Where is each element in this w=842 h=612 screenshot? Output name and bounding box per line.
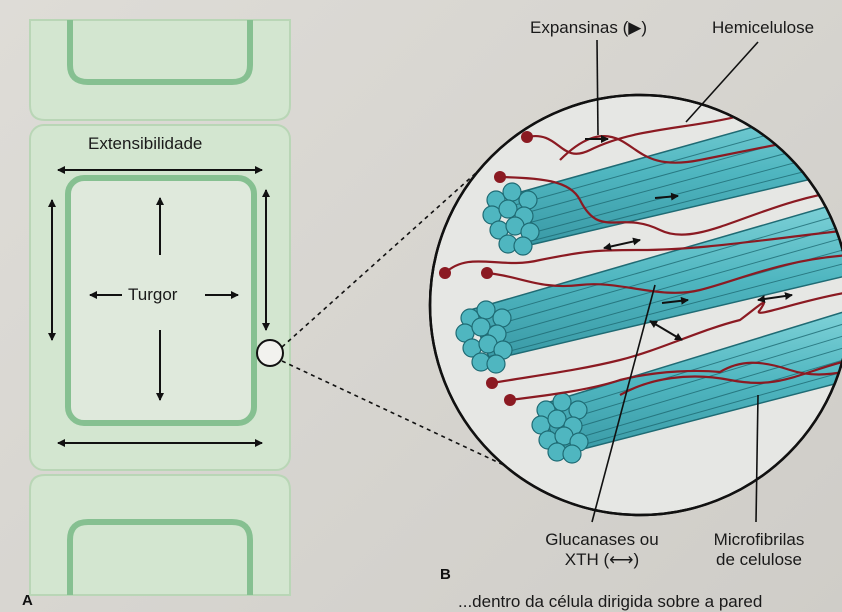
glucanases-label: Glucanases ou XTH (⟷): [522, 530, 682, 570]
panel-a-letter: A: [22, 592, 33, 609]
glucanases-label-line1: Glucanases ou: [522, 530, 682, 550]
extensibility-label: Extensibilidade: [88, 134, 202, 154]
expansins-label: Expansinas (▶): [530, 18, 647, 38]
microfibrils-label-line1: Microfibrilas: [694, 530, 824, 550]
magnified-view: [430, 90, 842, 515]
panel-a-cells: [30, 20, 290, 595]
hemicellulose-label: Hemicelulose: [712, 18, 814, 38]
glucanases-label-line2: XTH (⟷): [522, 550, 682, 570]
caption-fragment: ...dentro da célula dirigida sobre a par…: [458, 592, 842, 612]
panel-b-letter: B: [440, 566, 451, 583]
microfibrils-label: Microfibrilas de celulose: [694, 530, 824, 570]
microfibrils-label-line2: de celulose: [694, 550, 824, 570]
zoom-region-marker: [257, 340, 283, 366]
turgor-label: Turgor: [128, 285, 177, 305]
